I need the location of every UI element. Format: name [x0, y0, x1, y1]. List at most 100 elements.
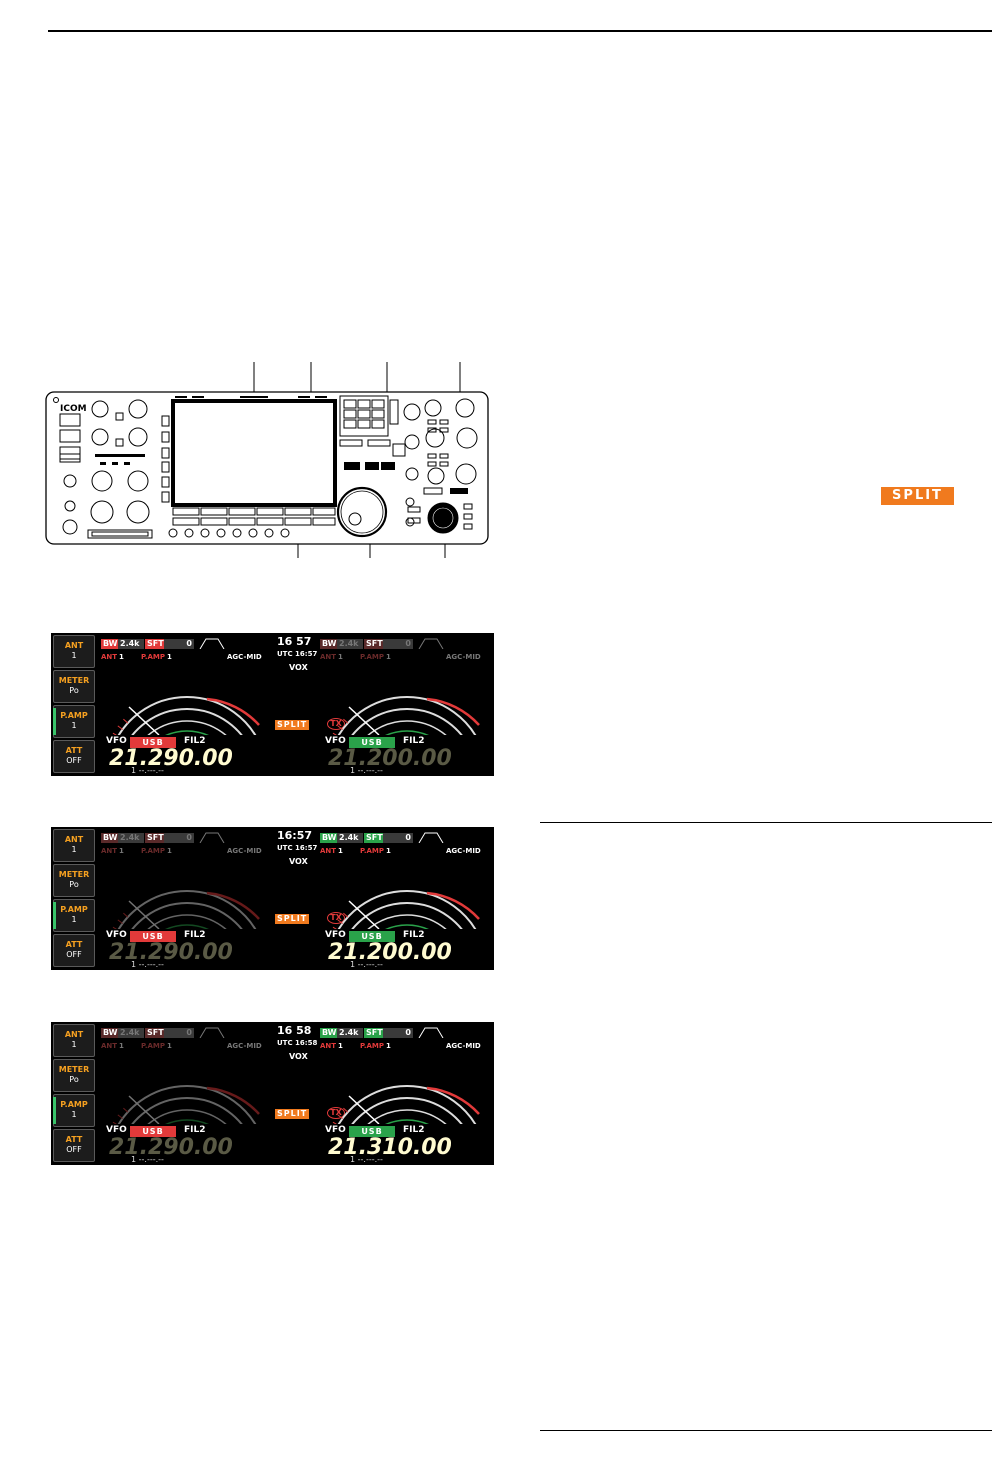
split-indicator: SPLIT: [275, 1109, 310, 1119]
side-button-value: 1: [71, 1040, 77, 1049]
utc-clock: UTC 16:58: [277, 1039, 318, 1047]
sub-filter-label: FIL2: [403, 1125, 425, 1135]
main-ant-value: 1: [119, 1042, 124, 1050]
main-filter-shape-icon: [199, 638, 225, 649]
sub-ant-label: ANT: [320, 653, 337, 661]
sub-filter-label: FIL2: [403, 736, 425, 746]
main-frequency-readout: 21.290.00: [109, 940, 233, 965]
tx-indicator: TX: [327, 1107, 345, 1119]
main-bw-label: BW: [101, 833, 120, 843]
side-button-label: ANT: [64, 641, 84, 650]
sub-sft-label: SFT: [364, 833, 385, 843]
sub-bw-value: 2.4k: [337, 639, 363, 649]
sub-pamp-label: P.AMP: [360, 847, 385, 855]
main-frequency-readout: 21.290.00: [109, 746, 233, 771]
sub-vfo-label: VFO: [325, 930, 346, 940]
sub-frequency-readout: 21.200.00: [328, 940, 452, 965]
main-filter-shape-icon: [199, 1027, 225, 1038]
main-bw-value: 2.4k: [118, 1028, 144, 1038]
pamp-led: [53, 708, 56, 735]
sub-frequency-readout: 21.310.00: [328, 1135, 452, 1160]
sub-sft-value: 0: [383, 639, 413, 649]
analog-meter: [112, 1085, 260, 1124]
transceiver-front-panel-illustration: ICOM: [45, 362, 489, 558]
main-vfo-label: VFO: [106, 930, 127, 940]
side-button-value: Po: [69, 1075, 79, 1084]
main-bw-label: BW: [101, 639, 120, 649]
sub-pamp-value: 1: [386, 847, 391, 855]
analog-meter: [332, 696, 480, 735]
main-agc-label: AGC-MID: [227, 653, 262, 661]
tx-indicator: TX: [327, 912, 345, 924]
sub-ant-value: 1: [338, 847, 343, 855]
main-ant-label: ANT: [101, 847, 118, 855]
main-filter-label: FIL2: [184, 1125, 206, 1135]
side-button-label: ANT: [64, 1030, 84, 1039]
sub-memory-channel: 1 --.---.--: [350, 1155, 383, 1164]
sub-vfo-label: VFO: [325, 1125, 346, 1135]
sub-bw-label: BW: [320, 1028, 339, 1038]
side-button-label: ATT: [65, 1135, 83, 1144]
main-pamp-value: 1: [167, 653, 172, 661]
sub-pamp-value: 1: [386, 1042, 391, 1050]
side-button-value: 1: [71, 721, 77, 730]
sub-ant-value: 1: [338, 1042, 343, 1050]
side-button-value: 1: [71, 845, 77, 854]
sub-bw-label: BW: [320, 833, 339, 843]
main-memory-channel: 1 --.---.--: [131, 766, 164, 775]
clock: 16 57: [277, 635, 312, 648]
sub-bw-label: BW: [320, 639, 339, 649]
main-sft-label: SFT: [145, 833, 166, 843]
analog-meter: [332, 1085, 480, 1124]
side-button-label: ANT: [64, 835, 84, 844]
clock: 16:57: [277, 829, 313, 842]
pamp-led: [53, 1097, 56, 1124]
main-memory-channel: 1 --.---.--: [131, 1155, 164, 1164]
sub-mode-indicator: USB: [349, 1126, 395, 1137]
sub-ant-label: ANT: [320, 847, 337, 855]
analog-meter: [112, 890, 260, 929]
analog-meter: [332, 890, 480, 929]
side-button-label: P.AMP: [60, 711, 88, 720]
side-button-value: Po: [69, 880, 79, 889]
side-button-value: 1: [71, 651, 77, 660]
main-pamp-label: P.AMP: [141, 653, 166, 661]
sub-frequency-readout: 21.200.00: [328, 746, 452, 771]
sub-mode-indicator: USB: [349, 931, 395, 942]
top-rule: [48, 30, 992, 32]
side-button-value: 1: [71, 1110, 77, 1119]
side-button-label: METER: [58, 676, 90, 685]
sub-pamp-label: P.AMP: [360, 653, 385, 661]
vox-indicator: VOX: [289, 663, 308, 672]
main-ant-label: ANT: [101, 653, 118, 661]
vox-indicator: VOX: [289, 1052, 308, 1061]
main-mode-indicator: USB: [130, 931, 176, 942]
analog-meter: [112, 696, 260, 735]
side-button-value: Po: [69, 686, 79, 695]
main-bw-label: BW: [101, 1028, 120, 1038]
sub-bw-value: 2.4k: [337, 1028, 363, 1038]
sub-sft-value: 0: [383, 833, 413, 843]
vox-indicator: VOX: [289, 857, 308, 866]
utc-clock: UTC 16:57: [277, 650, 318, 658]
sub-pamp-label: P.AMP: [360, 1042, 385, 1050]
sub-agc-label: AGC-MID: [446, 847, 481, 855]
main-pamp-label: P.AMP: [141, 847, 166, 855]
sub-bw-value: 2.4k: [337, 833, 363, 843]
split-indicator: SPLIT: [275, 914, 310, 924]
